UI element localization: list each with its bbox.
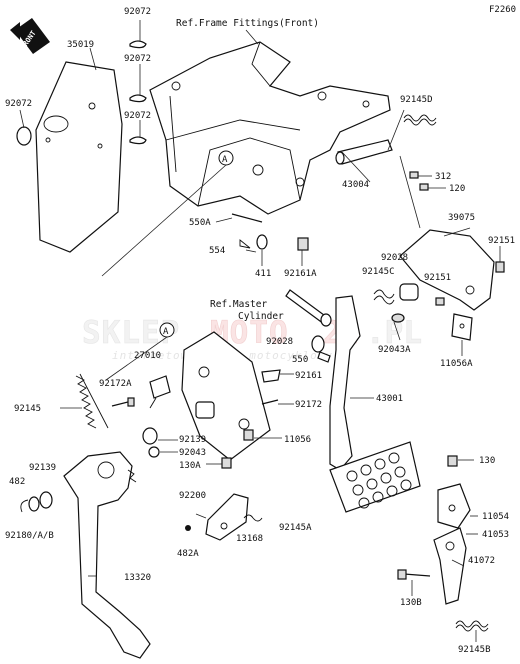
front-direction-badge: FRONT xyxy=(10,18,50,54)
clip-rings xyxy=(16,40,147,146)
lever-41053 xyxy=(433,527,467,605)
ref-master-cylinder-line1: Ref.Master xyxy=(210,299,267,310)
spring-92145C xyxy=(373,289,395,305)
clip-482 xyxy=(20,499,29,513)
part-label-92072-3: 92072 xyxy=(124,111,151,121)
pin-550 xyxy=(317,351,331,363)
part-label-43004: 43004 xyxy=(342,180,369,190)
part-label-27010: 27010 xyxy=(134,351,161,361)
part-label-92139-b: 92139 xyxy=(29,463,56,473)
clutch-bracket xyxy=(181,331,271,461)
part-label-92151-b: 92151 xyxy=(424,273,451,283)
spring-92145 xyxy=(75,373,109,429)
part-label-92161: 92161 xyxy=(295,371,322,381)
spring-92145D xyxy=(403,114,437,126)
nut-92161 xyxy=(261,369,281,383)
diagram-code: F2260 xyxy=(489,5,516,15)
part-label-43001: 43001 xyxy=(376,394,403,404)
ref-master-cylinder-line2: Cylinder xyxy=(238,311,284,322)
pin-92043A xyxy=(391,313,405,323)
part-label-92072-left: 92072 xyxy=(5,99,32,109)
part-label-35019: 35019 xyxy=(67,40,94,50)
part-label-11056A: 11056A xyxy=(440,359,473,369)
pin-550A xyxy=(231,213,263,223)
part-label-482A: 482A xyxy=(177,549,199,559)
spring-92145B xyxy=(455,620,489,632)
washer-92139-b xyxy=(39,491,53,509)
part-label-13168: 13168 xyxy=(236,534,263,544)
part-label-92200: 92200 xyxy=(179,491,206,501)
part-label-550: 550 xyxy=(292,355,308,365)
master-cylinder-rod xyxy=(285,289,332,327)
part-label-92151-a: 92151 xyxy=(488,236,515,246)
bracket-11054 xyxy=(437,483,471,529)
part-label-92072-top: 92072 xyxy=(124,7,151,17)
bolt-92151 xyxy=(495,261,505,273)
callout-marker-a: A A xyxy=(159,150,234,338)
part-label-41053: 41053 xyxy=(482,530,509,540)
part-label-92145C: 92145C xyxy=(362,267,395,277)
part-label-554: 554 xyxy=(209,246,225,256)
part-label-130: 130 xyxy=(479,456,495,466)
part-label-13320: 13320 xyxy=(124,573,151,583)
part-label-92139-a: 92139 xyxy=(179,435,206,445)
frame-bracket xyxy=(149,41,391,215)
bolt-130 xyxy=(447,455,458,467)
pivot-shaft xyxy=(335,139,393,183)
part-label-11054: 11054 xyxy=(482,512,509,522)
pin-482A xyxy=(185,525,191,531)
clutch-pedal-13320 xyxy=(63,451,151,659)
part-label-11056: 11056 xyxy=(284,435,311,445)
bolt-130B xyxy=(403,573,431,577)
link-13168 xyxy=(205,493,263,541)
ref-frame-fittings: Ref.Frame Fittings(Front) xyxy=(176,18,319,29)
screw-92172 xyxy=(261,399,279,405)
part-label-92043A: 92043A xyxy=(378,345,411,355)
part-label-92145B: 92145B xyxy=(458,645,491,655)
part-label-92172: 92172 xyxy=(295,400,322,410)
bolt-130A xyxy=(221,457,232,469)
part-label-312: 312 xyxy=(435,172,451,182)
collar-92028-b xyxy=(311,335,325,353)
part-label-120: 120 xyxy=(449,184,465,194)
switch-27010 xyxy=(149,375,171,409)
part-label-41072: 41072 xyxy=(468,556,495,566)
nut-92161A xyxy=(297,237,309,251)
bolt-11056-mount xyxy=(243,429,254,441)
cotter-554 xyxy=(239,239,251,249)
part-label-39075: 39075 xyxy=(448,213,475,223)
part-label-550A: 550A xyxy=(189,218,211,228)
washer-411 xyxy=(256,234,268,250)
watermark: SKLEP MOTO 24 .PL internetowy sklep moto… xyxy=(82,315,423,362)
part-label-92145D: 92145D xyxy=(400,95,433,105)
brake-pedal-43001 xyxy=(329,295,421,513)
rear-bracket-39075 xyxy=(399,229,495,311)
part-label-482: 482 xyxy=(9,477,25,487)
part-label-130B: 130B xyxy=(400,598,422,608)
part-label-92028-b: 92028 xyxy=(266,337,293,347)
pin-92043 xyxy=(148,446,160,458)
collar-92139-a xyxy=(142,427,158,445)
part-label-92172A: 92172A xyxy=(99,379,132,389)
part-label-92043: 92043 xyxy=(179,448,206,458)
part-label-92180: 92180/A/B xyxy=(5,531,54,541)
part-label-92145: 92145 xyxy=(14,404,41,414)
part-label-130A: 130A xyxy=(179,461,201,471)
callout-a-lower: A xyxy=(163,327,169,337)
plate-11056A xyxy=(451,313,473,341)
bolt-312 xyxy=(409,171,429,191)
part-label-92028-a: 92028 xyxy=(381,253,408,263)
part-label-411: 411 xyxy=(255,269,271,279)
gasket-plate xyxy=(35,61,123,253)
part-label-92072-2: 92072 xyxy=(124,54,151,64)
screw-92172A xyxy=(111,401,129,407)
callout-a-upper: A xyxy=(222,155,228,165)
collar-92028 xyxy=(399,283,419,301)
part-label-92145A: 92145A xyxy=(279,523,312,533)
part-label-92161A: 92161A xyxy=(284,269,317,279)
